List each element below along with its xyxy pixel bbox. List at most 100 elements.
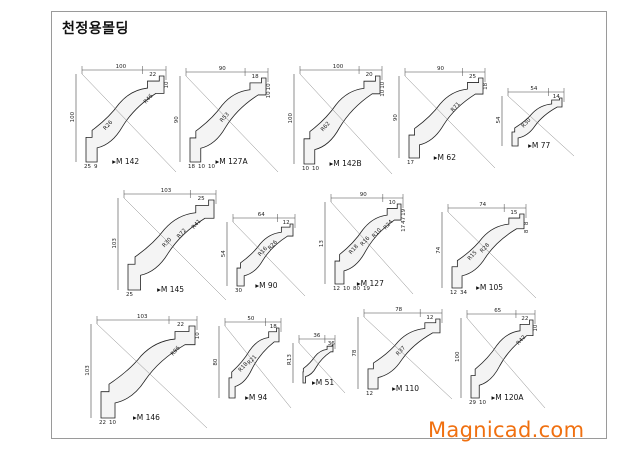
dim-label-height: 13	[319, 240, 325, 247]
dim-label-bottom: 19	[363, 286, 370, 292]
dim-label-top-right: 10	[389, 200, 396, 206]
dim-label-width: 65	[494, 308, 501, 314]
dim-label-top-right: 12	[426, 315, 433, 321]
dim-label-top-right: 36	[328, 341, 335, 347]
dim-label-height: 100	[455, 351, 461, 362]
dim-label-bottom: 80	[353, 286, 360, 292]
dim-label-width: 64	[258, 212, 265, 218]
model-label: ▸M 145	[157, 285, 184, 294]
dim-label-bottom: 10	[312, 166, 319, 172]
model-label: ▸M 90	[255, 281, 277, 290]
dim-label-right: 10	[266, 91, 272, 98]
dim-label-bottom: 30	[235, 288, 242, 294]
dim-label-top-right: 18	[252, 74, 259, 80]
dim-label-bottom: 10	[109, 420, 116, 426]
dim-label-width: 90	[219, 66, 226, 72]
dim-label-top-right: 14	[553, 94, 560, 100]
dim-label-bottom: 12	[450, 290, 457, 296]
radius-label: R72	[176, 228, 188, 240]
dim-label-bottom: 12	[333, 286, 340, 292]
dim-label-height: 80	[213, 358, 219, 365]
profile-outline	[302, 344, 334, 384]
dim-label-right: 10	[380, 81, 386, 88]
dim-label-height: R13	[287, 354, 293, 365]
dim-label-width: 36	[313, 333, 320, 339]
profile-outline	[303, 75, 381, 165]
dim-label-bottom: 18	[188, 164, 195, 170]
dim-label-height: 74	[436, 246, 442, 253]
dim-label-width: 74	[479, 202, 486, 208]
radius-label: R42	[516, 334, 528, 346]
dim-label-width: 100	[333, 64, 344, 70]
dim-label-bottom: 9	[94, 164, 98, 170]
model-label: ▸M 142	[112, 157, 139, 166]
model-label: ▸M 120A	[491, 393, 524, 402]
dim-label-right: 47	[401, 216, 407, 223]
dim-label-right: 10	[266, 83, 272, 90]
profile-outline	[511, 97, 563, 147]
dim-label-width: 103	[137, 314, 148, 320]
radius-label: R71	[450, 101, 462, 113]
model-label: ▸M 94	[245, 393, 267, 402]
dim-label-height: 90	[393, 114, 399, 121]
dim-label-top-right: 25	[198, 196, 205, 202]
dim-label-width: 50	[247, 316, 254, 322]
page-title: 천정용몰딩	[62, 21, 129, 37]
model-label: ▸M 51	[312, 378, 334, 387]
dim-label-bottom: 17	[407, 160, 414, 166]
dim-label-height: 54	[221, 250, 227, 257]
model-label: ▸M 146	[133, 413, 160, 422]
model-label: ▸M 110	[392, 384, 419, 393]
dim-label-height: 100	[288, 113, 294, 124]
dim-label-width: 54	[530, 86, 537, 92]
model-label: ▸M 62	[434, 153, 456, 162]
dim-label-top-right: 22	[521, 316, 528, 322]
model-label: ▸M 77	[528, 141, 550, 150]
profile-outline	[470, 319, 534, 399]
dim-label-bottom: 12	[366, 391, 373, 397]
dim-label-width: 103	[161, 188, 172, 194]
dim-label-height: 78	[352, 349, 358, 356]
dim-label-bottom: 10	[302, 166, 309, 172]
dim-label-right: 18	[483, 82, 489, 89]
dim-label-top-right: 18	[270, 324, 277, 330]
dim-label-right: 10	[533, 324, 539, 331]
model-label: ▸M 127A	[216, 157, 249, 166]
dim-label-height: 90	[174, 116, 180, 123]
dim-label-bottom: 22	[99, 420, 106, 426]
radius-label: R21	[247, 354, 259, 366]
model-label: ▸M 105	[476, 283, 503, 292]
dim-label-top-right: 22	[177, 322, 184, 328]
dim-label-bottom: 10	[479, 400, 486, 406]
model-label: ▸M 127	[357, 279, 384, 288]
dim-label-right: 10	[164, 81, 170, 88]
dim-label-right: 8	[524, 221, 530, 225]
dim-label-bottom: 25	[126, 292, 133, 298]
dim-label-top-right: 20	[366, 72, 373, 78]
dim-label-width: 100	[116, 64, 127, 70]
dim-label-top-right: 25	[469, 74, 476, 80]
dim-label-right: 17	[401, 224, 407, 231]
dim-label-top-right: 15	[510, 210, 517, 216]
dim-label-bottom: 10	[343, 286, 350, 292]
dim-label-height: 54	[496, 116, 502, 123]
dim-label-bottom: 10	[208, 164, 215, 170]
dim-label-right: 10	[195, 332, 201, 339]
dim-label-bottom: 25	[84, 164, 91, 170]
dim-label-right: 8	[524, 229, 530, 233]
dim-label-top-right: 12	[283, 220, 290, 226]
dim-label-right: 10	[380, 89, 386, 96]
